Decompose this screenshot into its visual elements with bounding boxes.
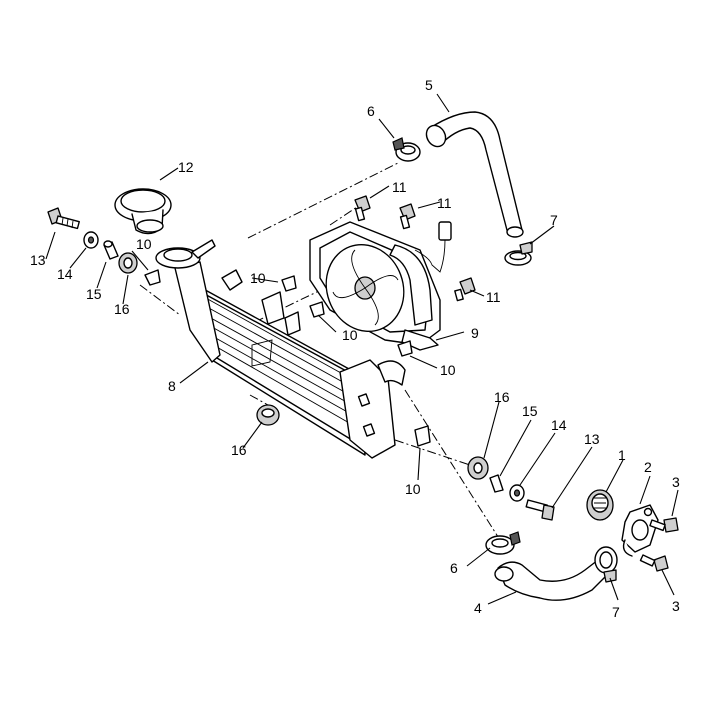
callout-10c: 10 — [342, 327, 358, 343]
callout-5: 5 — [425, 77, 433, 93]
callout-8: 8 — [168, 378, 176, 394]
leader-lines — [45, 93, 679, 605]
radiator-core — [155, 239, 406, 459]
callout-1: 1 — [618, 447, 626, 463]
callout-labels: 1 2 3 3 4 5 6 6 7 7 8 9 10 10 10 10 10 1… — [30, 77, 680, 620]
callout-10d: 10 — [440, 362, 456, 378]
callout-11c: 11 — [486, 289, 501, 305]
thermostat-housing — [621, 504, 659, 557]
assembly-lines — [139, 161, 501, 541]
thermostat — [586, 489, 614, 521]
callout-6b: 6 — [450, 560, 458, 576]
radiator-cap — [114, 188, 172, 235]
hose-clamp-lower — [485, 531, 521, 555]
cooling-fan-assembly — [309, 221, 452, 351]
callout-11b: 11 — [437, 195, 452, 211]
housing-bolts — [639, 517, 679, 572]
callout-7a: 7 — [550, 212, 558, 228]
grommet-lower-left — [256, 404, 280, 426]
callout-14a: 14 — [57, 266, 73, 282]
callout-7b: 7 — [612, 604, 620, 620]
callout-11a: 11 — [392, 179, 407, 195]
callout-3a: 3 — [672, 474, 680, 490]
callout-10a: 10 — [136, 236, 152, 252]
callout-15b: 15 — [522, 403, 538, 419]
callout-9: 9 — [471, 325, 479, 341]
hose-clamp-upper-right — [504, 241, 533, 266]
callout-6a: 6 — [367, 103, 375, 119]
callout-15a: 15 — [86, 286, 102, 302]
hose-clamp-lower-right — [594, 546, 618, 583]
callout-12: 12 — [178, 159, 194, 175]
left-mounting-hardware — [47, 207, 161, 286]
callout-4: 4 — [474, 600, 482, 616]
callout-13a: 13 — [30, 252, 46, 268]
callout-10b: 10 — [250, 270, 266, 286]
callout-10e: 10 — [405, 481, 421, 497]
callout-16b: 16 — [231, 442, 247, 458]
lower-hose — [494, 559, 609, 601]
callout-16c: 16 — [494, 389, 510, 405]
fan-bolts — [354, 195, 476, 302]
upper-hose — [425, 111, 524, 238]
callout-2: 2 — [644, 459, 652, 475]
callout-14b: 14 — [551, 417, 567, 433]
callout-16a: 16 — [114, 301, 130, 317]
clips — [281, 275, 431, 447]
right-mounting-hardware — [467, 456, 555, 521]
callout-13b: 13 — [584, 431, 600, 447]
callout-3b: 3 — [672, 598, 680, 614]
hose-clamp-upper — [392, 137, 421, 162]
